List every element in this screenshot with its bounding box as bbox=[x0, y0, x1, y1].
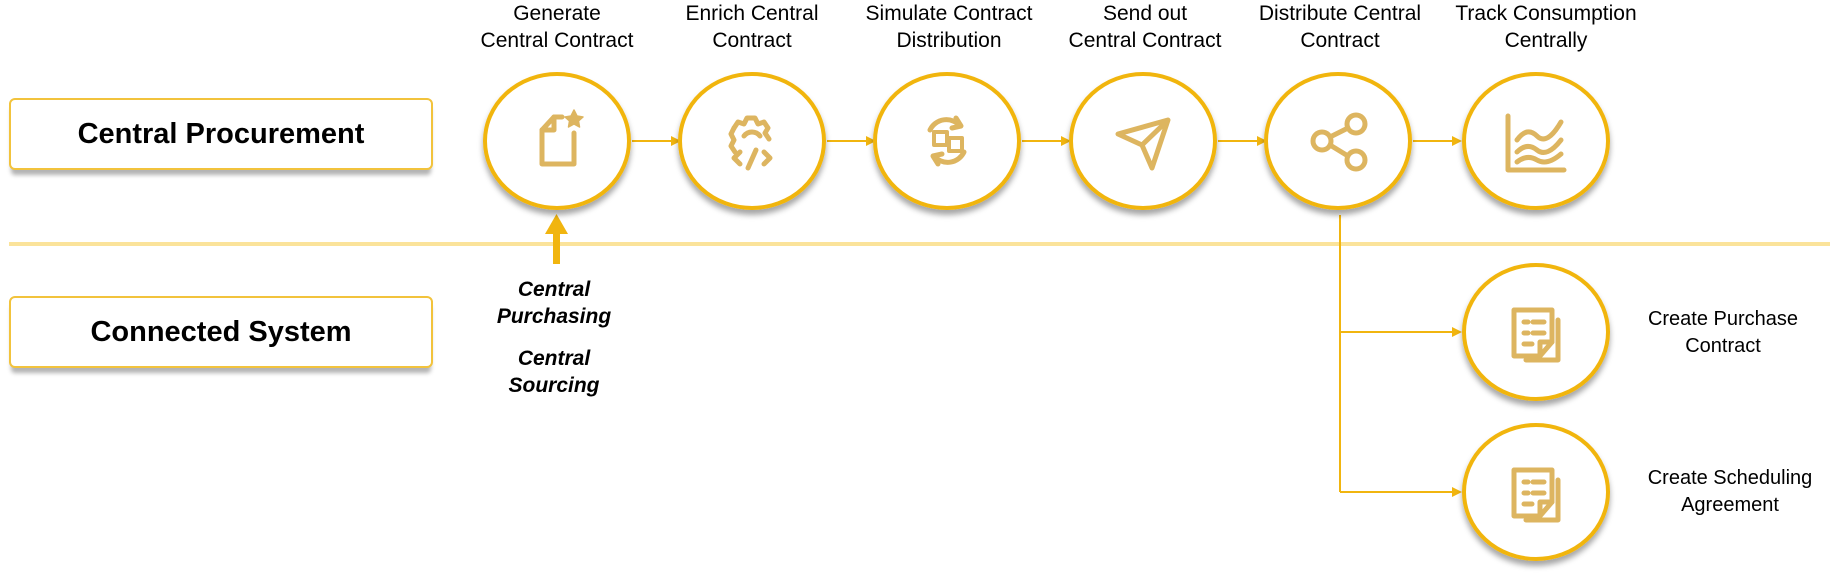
document-star-icon bbox=[539, 109, 584, 167]
step-label-simulate: Simulate Contract Distribution bbox=[865, 2, 1033, 52]
step-circle-track bbox=[1462, 72, 1610, 210]
step-label-send: Send out Central Contract bbox=[1068, 2, 1222, 52]
lane-central-procurement: Central Procurement bbox=[9, 98, 433, 170]
branch-label-scheduling-agreement: Create Scheduling Agreement bbox=[1647, 467, 1813, 516]
lane-label: Connected System bbox=[90, 315, 352, 348]
chart-trend-icon bbox=[1505, 113, 1567, 173]
branch-label-purchase-contract: Create Purchase Contract bbox=[1647, 308, 1799, 357]
gear-code-icon bbox=[728, 115, 773, 171]
step-label-distribute: Distribute Central Contract bbox=[1258, 2, 1422, 52]
paper-plane-icon bbox=[1115, 117, 1171, 171]
document-list-icon bbox=[1511, 467, 1561, 523]
step-label-track: Track Consumption Centrally bbox=[1455, 2, 1637, 52]
simulate-transfer-icon bbox=[927, 115, 967, 167]
lane-label: Central Procurement bbox=[77, 117, 365, 150]
lane-connected-system: Connected System bbox=[9, 296, 433, 368]
document-list-icon bbox=[1511, 307, 1561, 363]
source-central-sourcing: Central Sourcing bbox=[508, 347, 600, 397]
branch-connectors bbox=[1339, 215, 1462, 497]
source-arrow bbox=[545, 214, 568, 264]
step-circle-generate bbox=[483, 72, 631, 210]
source-central-purchasing: Central Purchasing bbox=[496, 278, 612, 328]
step-circle-enrich bbox=[678, 72, 826, 210]
step-label-generate: Generate Central Contract bbox=[480, 2, 634, 52]
step-label-enrich: Enrich Central Contract bbox=[685, 2, 819, 52]
share-icon bbox=[1310, 112, 1368, 172]
step-circle-distribute bbox=[1264, 72, 1412, 210]
